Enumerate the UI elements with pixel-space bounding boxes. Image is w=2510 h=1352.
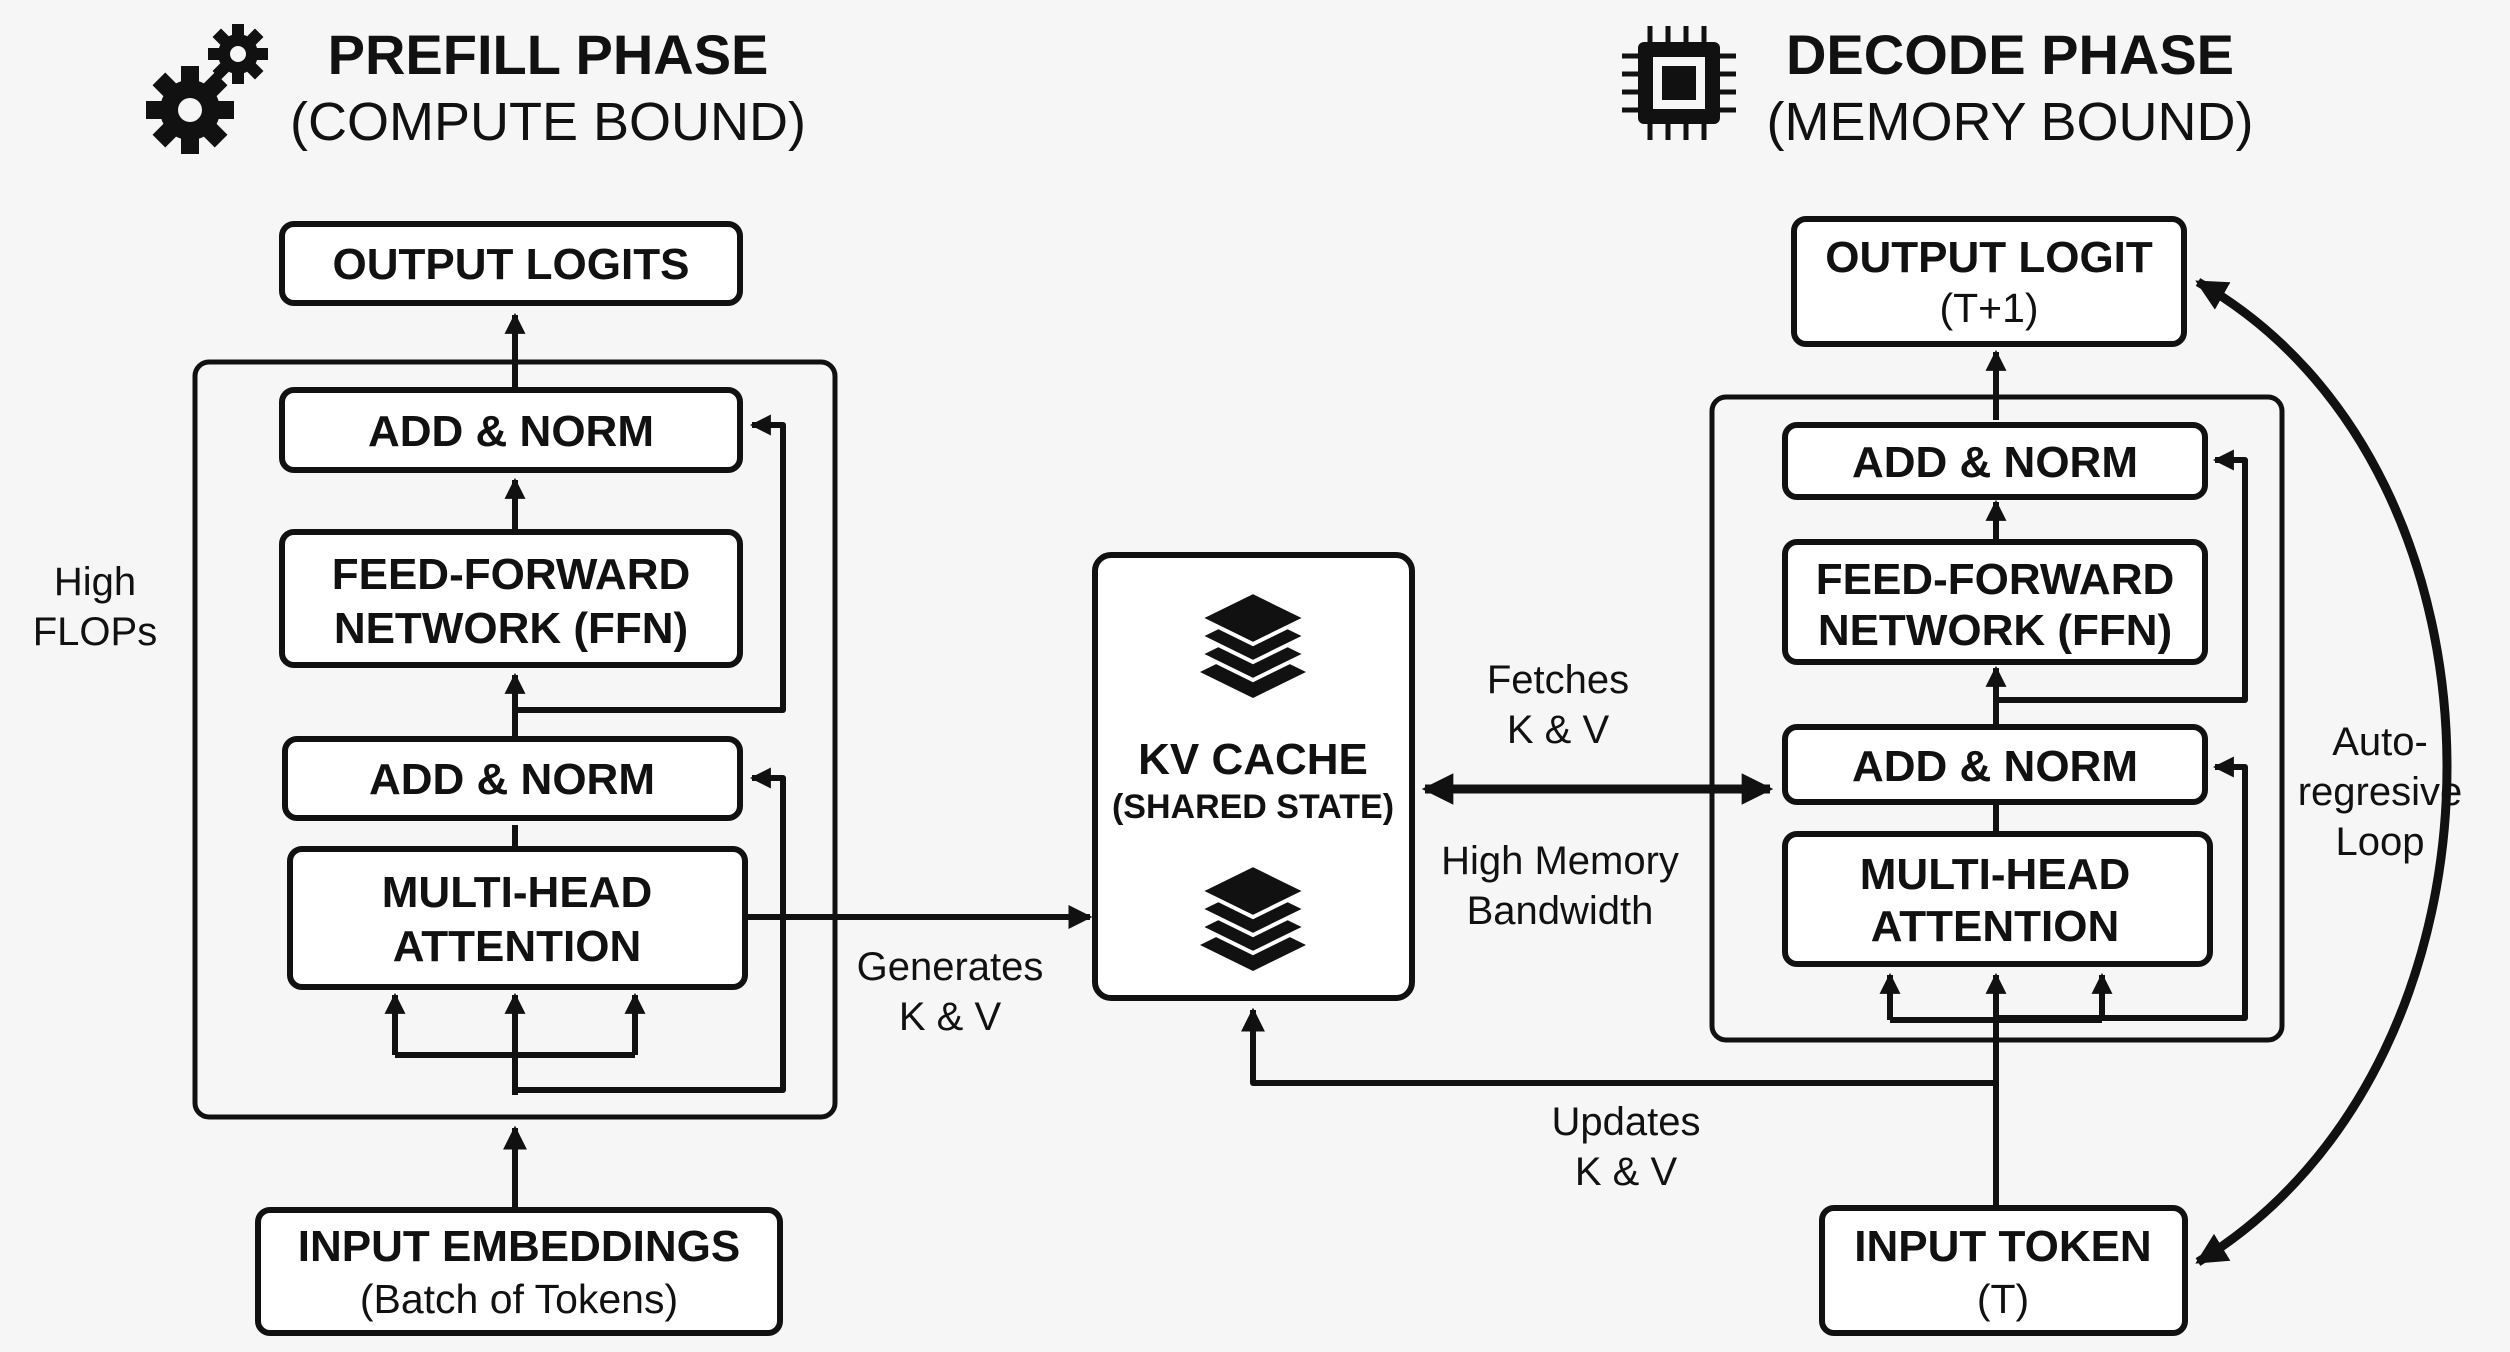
updates-line2: K & V bbox=[1575, 1150, 1678, 1194]
prefill-output-label: OUTPUT LOGITS bbox=[333, 240, 690, 289]
high-flops-line2: FLOPs bbox=[33, 610, 157, 654]
prefill-mha-box: MULTI-HEAD ATTENTION bbox=[287, 846, 748, 990]
prefill-add-norm-bottom-label: ADD & NORM bbox=[369, 755, 655, 804]
stacked-layers-icon bbox=[1195, 589, 1311, 698]
prefill-residual-1 bbox=[515, 767, 786, 1093]
decode-mha-line2: ATTENTION bbox=[1871, 902, 2120, 951]
decode-output-logit-box: OUTPUT LOGIT (T+1) bbox=[1791, 216, 2187, 347]
prefill-input-line2: (Batch of Tokens) bbox=[360, 1276, 678, 1322]
kv-cache-box: KV CACHE (SHARED STATE) bbox=[1092, 552, 1415, 1001]
high-flops-line1: High bbox=[54, 560, 136, 604]
prefill-residual-2 bbox=[515, 414, 786, 713]
decode-subtitle: (MEMORY BOUND) bbox=[1766, 92, 2253, 152]
fetches-line1: Fetches bbox=[1487, 658, 1629, 702]
decode-mha-line1: MULTI-HEAD bbox=[1860, 850, 2130, 899]
loop-line2: regresive bbox=[2298, 770, 2463, 814]
decode-input-line2: (T) bbox=[1977, 1276, 2029, 1322]
updates-line1: Updates bbox=[1552, 1100, 1701, 1144]
decode-ffn-line2: NETWORK (FFN) bbox=[1818, 606, 2172, 655]
prefill-ffn-box: FEED-FORWARD NETWORK (FFN) bbox=[279, 529, 743, 668]
stacked-layers-icon bbox=[1195, 862, 1311, 971]
prefill-mha-line2: ATTENTION bbox=[393, 922, 642, 971]
decode-output-line2: (T+1) bbox=[1939, 285, 2038, 331]
decode-input-token-box: INPUT TOKEN (T) bbox=[1819, 1205, 2188, 1336]
decode-cpu-chip-icon bbox=[1622, 26, 1736, 140]
prefill-mha-line1: MULTI-HEAD bbox=[382, 868, 652, 917]
decode-add-norm-bottom-label: ADD & NORM bbox=[1852, 742, 2138, 791]
updates-kv-arrow bbox=[1241, 1007, 1996, 1086]
decode-ffn-line1: FEED-FORWARD bbox=[1816, 555, 2175, 604]
decode-ffn-box: FEED-FORWARD NETWORK (FFN) bbox=[1782, 539, 2208, 665]
kv-cache-subtitle: (SHARED STATE) bbox=[1112, 788, 1394, 826]
prefill-input-embeddings-box: INPUT EMBEDDINGS (Batch of Tokens) bbox=[255, 1207, 783, 1336]
decode-add-norm-bottom-box: ADD & NORM bbox=[1782, 724, 2208, 805]
prefill-subtitle: (COMPUTE BOUND) bbox=[290, 92, 806, 152]
decode-output-line1: OUTPUT LOGIT bbox=[1825, 233, 2153, 282]
prefill-ffn-line2: NETWORK (FFN) bbox=[334, 604, 688, 653]
generates-line2: K & V bbox=[899, 995, 1002, 1039]
prefill-add-norm-top-box: ADD & NORM bbox=[279, 387, 743, 473]
fetches-line2: K & V bbox=[1507, 708, 1610, 752]
loop-line3: Loop bbox=[2336, 820, 2425, 864]
decode-title: DECODE PHASE bbox=[1786, 23, 2234, 86]
decode-input-line1: INPUT TOKEN bbox=[1854, 1222, 2151, 1271]
loop-line1: Auto- bbox=[2332, 720, 2428, 764]
bandwidth-line2: Bandwidth bbox=[1467, 889, 1654, 933]
generates-line1: Generates bbox=[857, 945, 1044, 989]
prefill-ffn-line1: FEED-FORWARD bbox=[332, 550, 691, 599]
bandwidth-line1: High Memory bbox=[1441, 839, 1679, 883]
prefill-gears-icon bbox=[146, 24, 268, 154]
prefill-title: PREFILL PHASE bbox=[328, 23, 769, 86]
decode-add-norm-top-box: ADD & NORM bbox=[1782, 422, 2208, 500]
kv-cache-title: KV CACHE bbox=[1138, 735, 1368, 784]
decode-add-norm-top-label: ADD & NORM bbox=[1852, 438, 2138, 487]
prefill-output-logits-box: OUTPUT LOGITS bbox=[279, 221, 743, 306]
prefill-add-norm-top-label: ADD & NORM bbox=[368, 407, 654, 456]
autoregressive-loop-arrow bbox=[2195, 278, 2452, 1266]
decode-mha-box: MULTI-HEAD ATTENTION bbox=[1782, 831, 2213, 967]
prefill-input-line1: INPUT EMBEDDINGS bbox=[298, 1222, 740, 1271]
prefill-add-norm-bottom-box: ADD & NORM bbox=[282, 736, 743, 821]
